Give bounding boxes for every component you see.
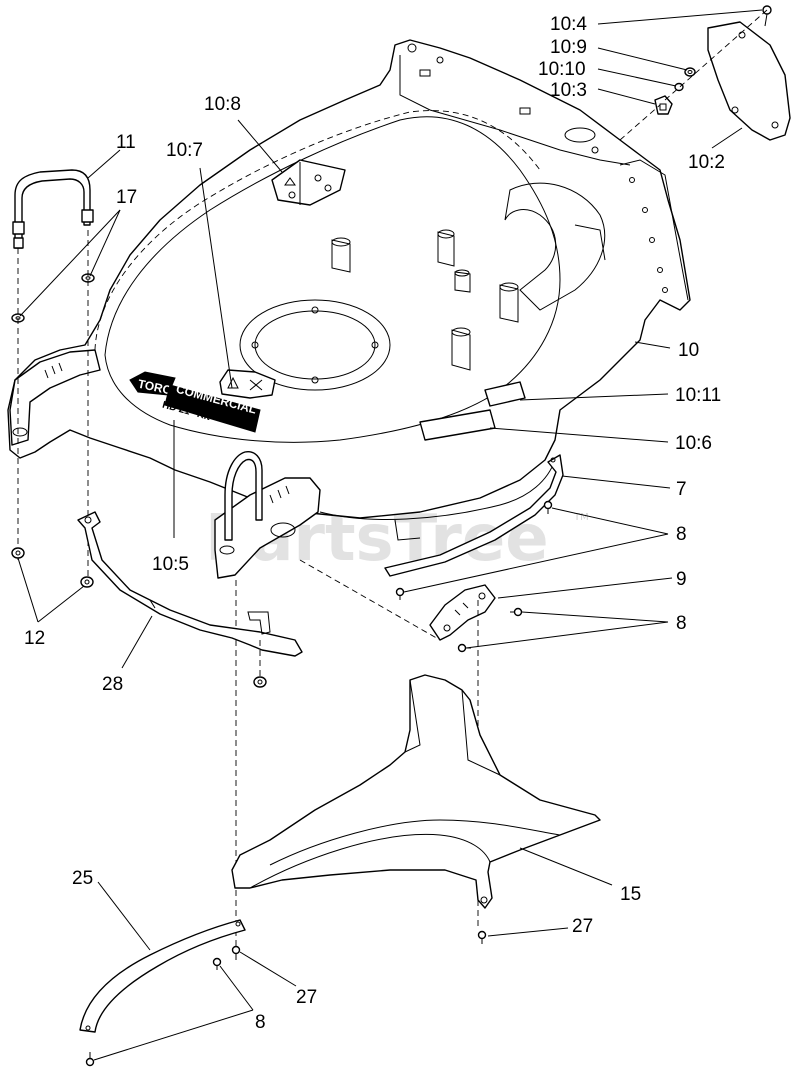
callout-10-6: 10:6 <box>675 433 712 454</box>
callout-8-c: 8 <box>255 1012 266 1033</box>
discharge-baffle-15 <box>231 674 601 909</box>
callout-15: 15 <box>620 884 641 905</box>
hardware-axis-line-2 <box>619 104 661 141</box>
callout-12: 12 <box>24 628 45 649</box>
callout-10-11: 10:11 <box>675 385 721 406</box>
skirt-strip-7 <box>384 454 564 577</box>
screw-10-4 <box>762 5 772 27</box>
brand-decal-toro: TORO <box>129 371 176 397</box>
cover-plate-10-2 <box>707 21 791 141</box>
bracket-9 <box>429 584 496 641</box>
callout-11: 11 <box>116 132 136 153</box>
callout-10-3: 10:3 <box>550 80 587 101</box>
callout-labels: 10:4 10:9 10:10 10:3 10:2 10:8 10:7 11 1… <box>24 14 725 1033</box>
screws-8-bottom <box>85 957 222 1067</box>
mower-deck-housing <box>7 39 691 579</box>
callout-27-right: 27 <box>572 916 593 937</box>
callout-10-8: 10:8 <box>204 94 241 115</box>
warning-decal-10-7 <box>219 369 276 399</box>
decal-10-11 <box>484 381 526 407</box>
callout-28: 28 <box>102 674 123 695</box>
callout-10-2: 10:2 <box>688 152 725 173</box>
hardware-axis-line <box>664 9 768 101</box>
screws-8-upper <box>395 500 553 600</box>
callout-17: 17 <box>116 187 137 208</box>
callout-10-4: 10:4 <box>550 14 587 35</box>
watermark-trademark: TM <box>573 512 589 523</box>
callout-10-9: 10:9 <box>550 37 587 58</box>
callout-7: 7 <box>676 479 687 500</box>
nuts-12 <box>11 547 94 588</box>
screw-27-left <box>231 945 241 960</box>
callout-10: 10 <box>678 340 699 361</box>
handle-bracket-11 <box>12 169 94 249</box>
callout-27-left: 27 <box>296 987 317 1008</box>
screw-27-right <box>477 930 487 944</box>
bolt-28 <box>253 676 267 688</box>
screws-8-lower <box>457 607 523 653</box>
callout-9: 9 <box>676 569 687 590</box>
callout-25: 25 <box>72 868 93 889</box>
callout-8-b: 8 <box>676 613 687 634</box>
leader-lines <box>17 9 763 1061</box>
front-baffle-28 <box>77 511 303 657</box>
bracket-axis-line <box>299 559 441 641</box>
handle-bracket-right <box>224 451 263 541</box>
nut-10-3 <box>654 95 673 115</box>
callout-10-5: 10:5 <box>152 554 189 575</box>
callout-8-a: 8 <box>676 524 687 545</box>
curved-baffle-25 <box>79 919 246 1033</box>
callout-10-7: 10:7 <box>166 140 203 161</box>
callout-10-10: 10:10 <box>538 59 586 80</box>
washer-10-10 <box>674 82 684 92</box>
warning-decal-10-8 <box>271 159 346 206</box>
washer-10-9 <box>684 67 696 77</box>
